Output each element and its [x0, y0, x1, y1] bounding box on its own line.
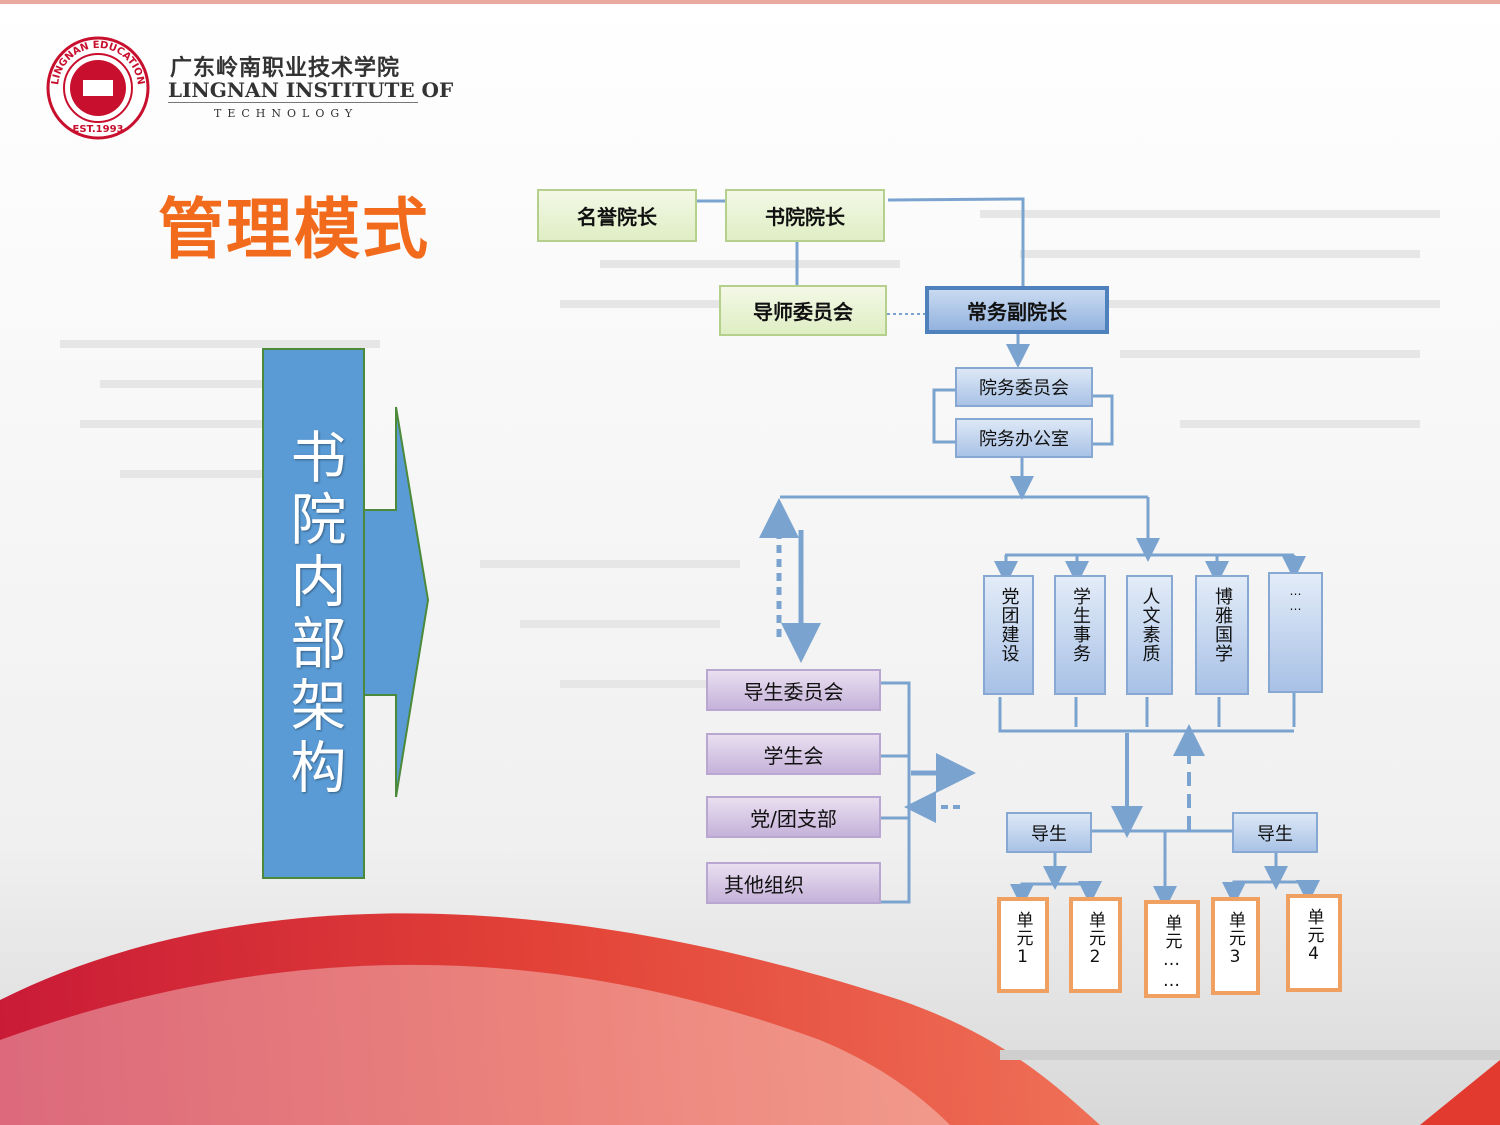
school-seal-icon: LINGNAN EDUCATION EST.1993 — [46, 36, 150, 140]
org-party-branch: 党/团支部 — [706, 796, 881, 838]
seal-bottom-text: EST.1993 — [73, 124, 124, 135]
mentor-committee-box: 导师委员会 — [719, 285, 887, 336]
department-classics: 博雅国学 — [1195, 575, 1249, 695]
unit-2: 单元2 — [1069, 897, 1122, 993]
org-other: 其他组织 — [706, 862, 881, 904]
department-student-affairs: 学生事务 — [1054, 575, 1106, 695]
mentor-box-right: 导生 — [1232, 812, 1318, 853]
affairs-office-box: 院务办公室 — [955, 418, 1093, 458]
side-label-box: 书院内部架构 — [262, 348, 365, 879]
mentor-box-left: 导生 — [1006, 812, 1092, 853]
department-party-building: 党团建设 — [983, 575, 1034, 695]
side-label: 书院内部架构 — [281, 427, 346, 800]
logo-divider — [168, 102, 418, 103]
affairs-committee-box: 院务委员会 — [955, 367, 1093, 407]
department-more: …… — [1268, 572, 1323, 693]
unit-1: 单元1 — [997, 897, 1049, 993]
org-mentor-committee: 导生委员会 — [706, 669, 881, 711]
unit-more: 单元…… — [1144, 900, 1200, 998]
unit-3: 单元3 — [1211, 897, 1260, 995]
department-humanities: 人文素质 — [1126, 575, 1173, 695]
school-name-en-2: TECHNOLOGY — [214, 107, 359, 120]
page-title: 管理模式 — [158, 191, 430, 268]
right-arrow-icon — [364, 406, 430, 798]
executive-vice-dean-box: 常务副院长 — [925, 286, 1109, 334]
school-name-cn: 广东岭南职业技术学院 — [170, 56, 401, 81]
unit-4: 单元4 — [1286, 894, 1342, 992]
org-student-union: 学生会 — [706, 733, 881, 775]
honorary-dean-box: 名誉院长 — [537, 189, 697, 242]
dean-box: 书院院长 — [725, 189, 885, 242]
school-name-en: LINGNAN INSTITUTE OF — [168, 78, 454, 102]
